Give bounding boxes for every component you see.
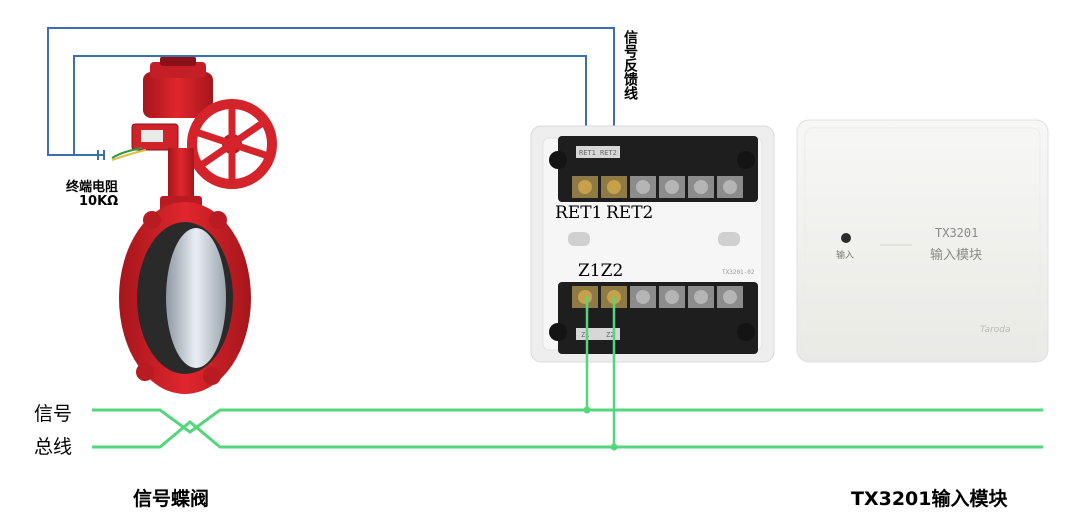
screw [665, 290, 679, 304]
end-resistor-value: 10KΩ [79, 194, 119, 209]
valve-gearbox-cap [160, 56, 196, 66]
block-screw-mount [549, 323, 567, 341]
terminal-marking-plate [576, 146, 620, 158]
module-model-text: TX3201 [935, 226, 978, 240]
screw [723, 290, 737, 304]
signal-butterfly-valve [97, 56, 277, 394]
signal-feedback-wires [47, 27, 615, 184]
input-indicator-led [841, 233, 851, 243]
screw [723, 180, 737, 194]
valve-gearbox [143, 72, 213, 118]
module-name-text: 输入模块 [930, 247, 982, 263]
feedback-line-label: 信号反馈线 [622, 30, 638, 100]
valve-nameplate [141, 130, 163, 142]
screw [694, 180, 708, 194]
base-model-mark: TX3201-02 [722, 269, 755, 276]
bus-wire-upper [92, 408, 1043, 434]
valve-caption: 信号蝶阀 [133, 488, 210, 510]
block-screw-mount [737, 151, 755, 169]
screw [636, 290, 650, 304]
valve-disc [166, 228, 226, 368]
base-mark-z1: Z1 [581, 331, 589, 339]
screw [578, 180, 592, 194]
base-mark-ret1: RET1 [579, 149, 596, 157]
screw [694, 290, 708, 304]
bus-wire-lower [92, 420, 1043, 449]
brand-mark: Taroda [980, 325, 1011, 335]
base-mark-ret2: RET2 [600, 149, 617, 157]
valve-lug [143, 211, 161, 229]
terminal-label-z1z2: Z1Z2 [578, 261, 624, 281]
ground-wire [111, 149, 147, 161]
bus-label-line2: 总线 [34, 436, 73, 458]
feedback-wire-inner [73, 55, 587, 184]
input-module: 输入 TX3201 输入模块 Taroda [796, 119, 1049, 363]
screw [665, 180, 679, 194]
base-mark-z2: Z2 [606, 331, 614, 339]
input-indicator-label: 输入 [836, 249, 854, 261]
module-caption: TX3201输入模块 [851, 488, 1008, 510]
valve-handwheel [187, 99, 277, 189]
mounting-slot [568, 232, 590, 246]
feedback-wire-outer [47, 27, 615, 184]
terminal-base: RET1 RET2 Z1 Z2 TX3201-02 [530, 125, 775, 363]
screw [607, 180, 621, 194]
bus-label-line1: 信号 [34, 403, 73, 425]
mounting-slot [718, 232, 740, 246]
screw [636, 180, 650, 194]
ground-wire [111, 147, 143, 159]
block-screw-mount [737, 323, 755, 341]
module-cover-rim [804, 127, 1041, 355]
module-cover [796, 119, 1049, 363]
bus-junction [610, 443, 618, 451]
bus-junction [583, 406, 591, 414]
terminal-label-ret1: RET1 [555, 203, 603, 223]
block-screw-mount [549, 151, 567, 169]
terminal-label-ret2: RET2 [606, 203, 654, 223]
end-resistor-label: 终端电阻 [66, 180, 119, 195]
valve-lug [136, 363, 154, 381]
signal-bus [92, 296, 1043, 451]
valve-lug [203, 367, 221, 385]
valve-lug [209, 211, 227, 229]
screw [578, 290, 592, 304]
